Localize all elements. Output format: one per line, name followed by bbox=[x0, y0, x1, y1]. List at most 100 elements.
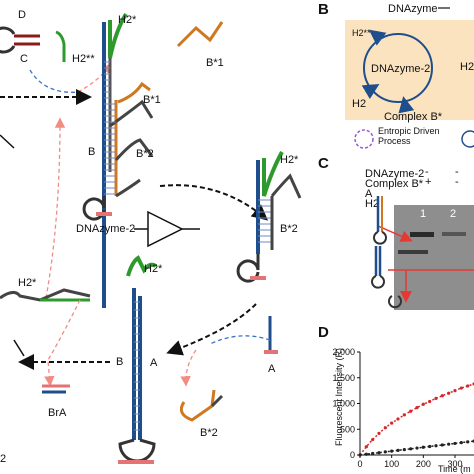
gel-band-2 bbox=[442, 232, 466, 236]
panel-b-center: DNAzyme-2 bbox=[371, 63, 430, 75]
series-point-0 bbox=[434, 396, 438, 400]
series-point-1 bbox=[434, 444, 438, 448]
gel-lane-2-label: 2 bbox=[450, 208, 456, 220]
panel-b-h2-top: H2** bbox=[352, 28, 371, 38]
left-edge-stub bbox=[0, 134, 15, 149]
black-dashed-arrow-bottom-in bbox=[166, 303, 257, 356]
series-point-0 bbox=[409, 409, 413, 413]
free-b2-strand: B*2 bbox=[179, 389, 224, 439]
complex-top-b-label: B bbox=[88, 146, 95, 158]
legend-line-2: Process bbox=[378, 136, 411, 146]
panel-c-letter: C bbox=[318, 155, 329, 172]
gel-row-dnazyme: DNAzyme-2 bbox=[365, 168, 424, 180]
panel-d-ylabel: Fluorescent Intensity (R) bbox=[334, 348, 344, 446]
series-point-0 bbox=[453, 389, 457, 393]
series-point-1 bbox=[371, 451, 375, 456]
panel-b-letter: B bbox=[318, 1, 329, 18]
pink-dashed-arrow-bottom bbox=[180, 349, 197, 387]
series-point-1 bbox=[402, 447, 406, 452]
left-edge-stub-2 bbox=[13, 339, 25, 357]
complex-right-b2-label: B*2 bbox=[280, 223, 298, 235]
series-point-1 bbox=[390, 449, 394, 453]
x-tick-label: 100 bbox=[384, 459, 399, 469]
x-tick-label: 300 bbox=[447, 459, 462, 469]
panel-b-arrow-out bbox=[368, 29, 387, 46]
series-point-1 bbox=[409, 447, 413, 451]
corner-cut-label: 2 bbox=[0, 453, 6, 465]
dnazyme-2-label: DNAzyme-2 bbox=[76, 223, 135, 235]
y-tick-label: 1,000 bbox=[332, 399, 355, 409]
complex-right-h2-label: H2* bbox=[280, 154, 299, 166]
series-point-0 bbox=[428, 399, 432, 404]
panel-b-legend-circle-2 bbox=[461, 130, 474, 148]
free-a-strand: A bbox=[264, 316, 278, 375]
panel-d-xlabel: Time (m bbox=[438, 464, 471, 474]
legend-line-1: Entropic Driven bbox=[378, 126, 440, 136]
complex-top-h2-label: H2* bbox=[118, 14, 137, 26]
gel-band-3 bbox=[398, 250, 428, 254]
series-point-1 bbox=[428, 444, 432, 449]
blue-dashed-path bbox=[29, 69, 81, 93]
gel-lane1-r2: + bbox=[425, 176, 431, 188]
panel-b-right-cut: H2 bbox=[460, 61, 474, 73]
series-point-0 bbox=[390, 421, 394, 425]
h2-double-star-strand: H2** bbox=[55, 30, 95, 65]
complex-top-b2-label: B*2 bbox=[136, 148, 154, 160]
gel-lane-1-label: 1 bbox=[420, 208, 426, 220]
pink-dashed-arrow-left bbox=[45, 117, 66, 299]
panel-d: D Fluorescent Intensity (R) 05001,0001,5… bbox=[318, 324, 474, 474]
gel-icon-complex bbox=[373, 196, 387, 245]
gel-lane1-r1: - bbox=[425, 166, 429, 178]
y-tick-label: 0 bbox=[350, 450, 355, 460]
black-dashed-arrow-right bbox=[159, 184, 269, 221]
strand-d-label: D bbox=[18, 9, 26, 21]
left-h2-label: H2* bbox=[18, 277, 37, 289]
complex-top-b1-label: B*1 bbox=[143, 94, 161, 106]
series-line-0 bbox=[359, 383, 474, 456]
h2-double-star-label: H2** bbox=[72, 53, 95, 65]
series-point-0 bbox=[371, 437, 375, 442]
x-tick-label: 0 bbox=[357, 459, 362, 469]
gel-icon-duplex bbox=[371, 246, 385, 289]
y-tick-label: 500 bbox=[340, 424, 355, 434]
complex-top-center: H2* B*1 B*2 B bbox=[82, 12, 161, 308]
x-tick-label: 200 bbox=[416, 459, 431, 469]
panel-a: D C H2** bbox=[0, 9, 302, 465]
dnazyme-amplifier: DNAzyme-2 bbox=[76, 210, 200, 248]
series-point-1 bbox=[447, 442, 451, 446]
free-b1-label: B*1 bbox=[206, 57, 224, 69]
series-point-1 bbox=[440, 443, 444, 447]
dnazyme-hairpin-top-left: D C bbox=[0, 9, 40, 65]
gel-lane2-r1: - bbox=[455, 166, 459, 178]
panel-b-top-cut: DNAzyme bbox=[388, 3, 438, 15]
blue-dashed-path-bottom bbox=[209, 335, 271, 345]
series-point-0 bbox=[364, 445, 368, 449]
series-point-1 bbox=[415, 446, 419, 450]
panel-b-arrow-in-complex bbox=[398, 96, 415, 114]
series-point-0 bbox=[396, 417, 400, 421]
series-point-0 bbox=[415, 406, 419, 410]
panel-b-complex: Complex B* bbox=[384, 111, 443, 123]
panel-b-cycle bbox=[363, 33, 433, 103]
series-point-1 bbox=[453, 441, 457, 446]
series-point-0 bbox=[447, 391, 451, 395]
series-point-0 bbox=[402, 413, 406, 417]
panel-b: B DNAzyme H2** DNAzyme-2 H2 Complex B* H… bbox=[318, 1, 474, 149]
series-point-1 bbox=[358, 453, 362, 457]
complex-bottom-b-label: B bbox=[116, 356, 123, 368]
panel-c: C DNAzyme-2 Complex B* A H2 - + - - 1 2 bbox=[318, 155, 474, 310]
gel-row-complex: Complex B* bbox=[365, 178, 424, 190]
series-point-1 bbox=[466, 440, 470, 444]
gel-band-1 bbox=[410, 232, 434, 237]
complex-bottom-a-label: A bbox=[150, 357, 158, 369]
gel-row-a: A bbox=[365, 188, 373, 200]
gel-icon-hairpin bbox=[388, 295, 402, 309]
series-point-1 bbox=[421, 445, 425, 449]
gel-lane2-r2: - bbox=[455, 176, 459, 188]
panel-b-h2: H2 bbox=[352, 98, 366, 110]
series-point-0 bbox=[440, 394, 444, 398]
series-point-1 bbox=[377, 451, 381, 455]
panel-d-letter: D bbox=[318, 324, 329, 341]
